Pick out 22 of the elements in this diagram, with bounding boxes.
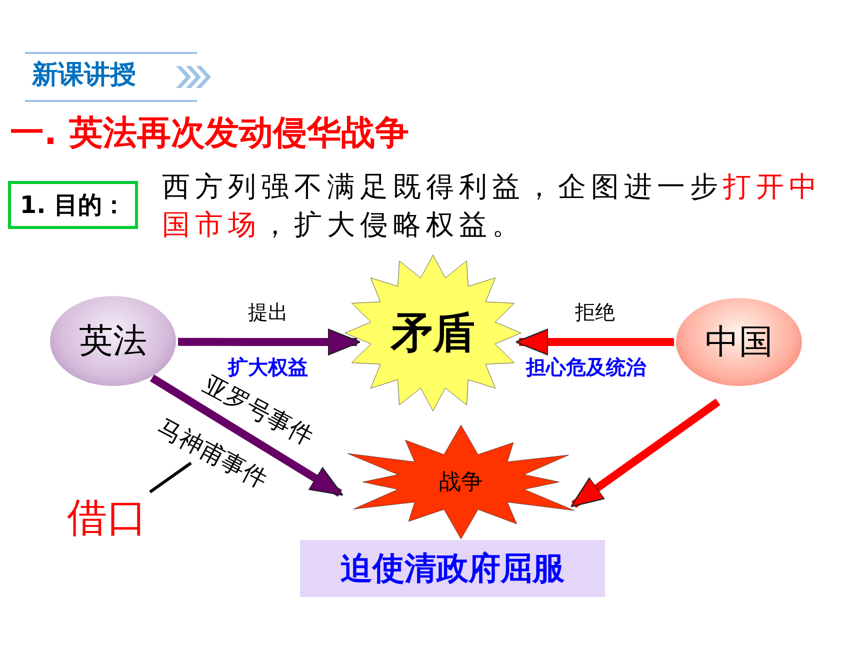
heading-text: 1. 目的：	[20, 190, 126, 221]
arrow	[515, 328, 674, 356]
arrow	[150, 374, 344, 497]
starburst-shape	[345, 255, 521, 411]
edge-label: 提出	[248, 300, 288, 324]
leader-line	[149, 462, 192, 494]
result-banner	[300, 540, 605, 597]
label-box	[8, 181, 138, 229]
node-label: 英法	[79, 320, 147, 363]
page-title: 一. 英法再次发动侵华战争	[10, 112, 409, 155]
edge-label: 拒绝	[575, 300, 615, 324]
section-heading: 新课讲授	[32, 60, 136, 92]
node-label: 战争	[439, 469, 483, 497]
arrow-note: 担心危及统治	[526, 355, 646, 379]
arrow	[570, 398, 720, 508]
node-label: 借口	[67, 494, 147, 542]
node-label: 矛盾	[391, 307, 475, 359]
paragraph-text: 西方列强不满足既得利益，企图进一步打开中国市场，扩大侵略权益。	[162, 169, 823, 243]
arrow	[178, 328, 361, 356]
node-label: 中国	[705, 321, 773, 364]
node-label: 迫使清政府屈服	[340, 548, 564, 588]
arrow-note: 扩大权益	[228, 355, 308, 379]
